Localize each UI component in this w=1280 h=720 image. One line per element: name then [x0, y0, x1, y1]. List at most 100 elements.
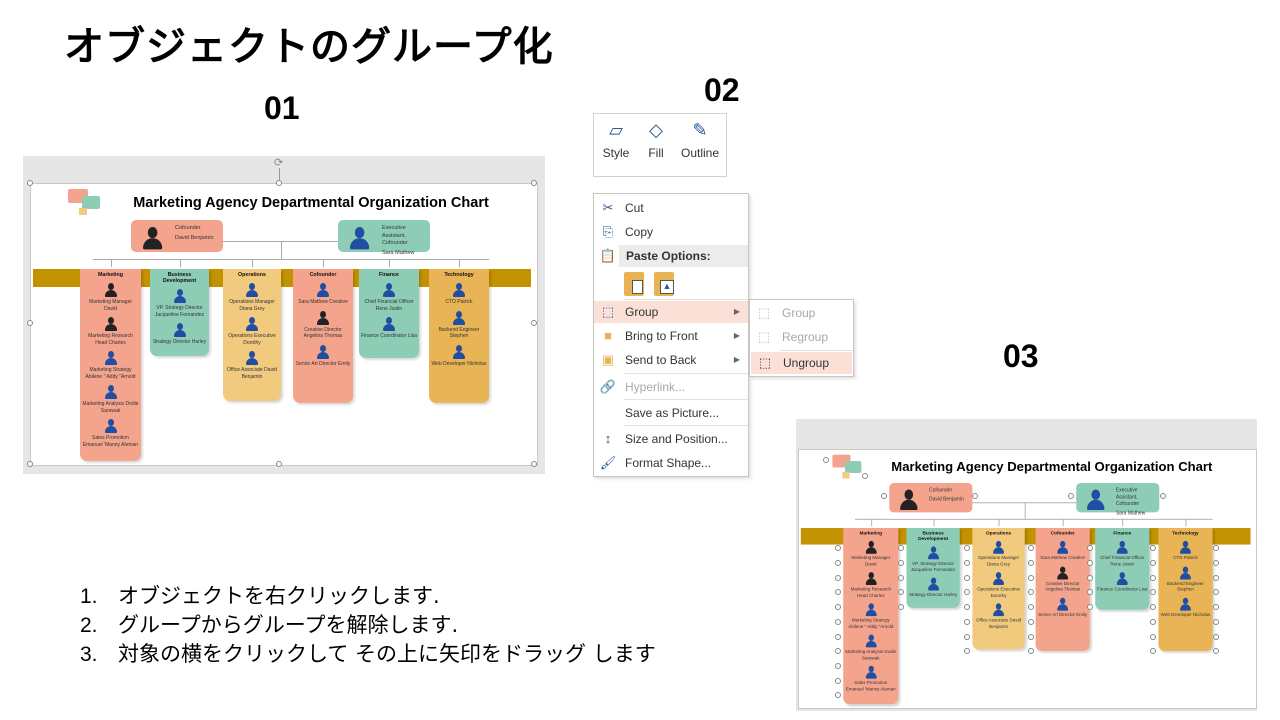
member-entry: Senior Art Director Emily [295, 344, 351, 368]
resize-handle[interactable] [276, 461, 282, 467]
fill-button[interactable]: ◇Fill [641, 120, 671, 160]
menu-item-cut[interactable]: ✂Cut [594, 197, 748, 219]
member-entry: Operations Executive Dorothy [974, 572, 1023, 599]
group-label: Group [625, 305, 659, 319]
step-label-03: 03 [1003, 338, 1039, 374]
member-entry: Web Developer Nicholas [431, 344, 487, 368]
node-role: Cofounder [175, 225, 201, 231]
person-icon [317, 344, 329, 359]
department-name: Business Development [918, 530, 949, 542]
resize-handle[interactable] [27, 461, 33, 467]
person-icon [1057, 540, 1069, 554]
member-text: Operations Executive Dorothy [228, 333, 276, 346]
format-toolbar: ▱Style ◇Fill ✎Outline [593, 113, 727, 177]
member-entry: Sales Promotion Emanuel 'Manny Aleman [82, 419, 139, 448]
member-text: Finance Coordinator Lisa [1097, 586, 1148, 593]
menu-item-send-to-back[interactable]: ▣Send to Back▶ [594, 349, 748, 371]
copy-label: Copy [625, 225, 654, 239]
member-entry: VP. Strategy Director Jacqueline Fernand… [152, 289, 207, 318]
resize-handle[interactable] [531, 461, 537, 467]
member-text: Senior Art Director Emily [295, 360, 351, 367]
bring-to-front-label: Bring to Front [625, 329, 698, 343]
member-text: Web Developer Nicholas [1160, 612, 1211, 618]
menu-item-save-as-picture[interactable]: Save as Picture... [594, 402, 748, 424]
resize-handle[interactable] [531, 180, 537, 186]
step-label-01: 01 [264, 90, 300, 126]
instruction-step: 2.グループからグループを解除します. [80, 611, 670, 640]
member-text: Sara Mathew Creative [1040, 555, 1086, 562]
connector-line [389, 259, 390, 267]
chart-title: Marketing Agency Departmental Organizati… [891, 460, 1213, 475]
person-icon [1180, 566, 1191, 579]
rotate-handle-icon[interactable]: ⟳ [274, 156, 284, 169]
department-name: Marketing [97, 272, 124, 278]
regroup-icon: ⬚ [757, 329, 771, 344]
chart-title: Marketing Agency Departmental Organizati… [133, 195, 489, 211]
connector-line [854, 518, 1213, 520]
submenu-item-regroup[interactable]: ⬚ Regroup [750, 326, 853, 348]
member-entry: Finance Coordinator Lisa [1097, 572, 1148, 593]
connector-line [179, 259, 181, 267]
member-text: VP. Strategy Director Jacqueline Fernand… [910, 561, 956, 573]
menu-item-hyperlink[interactable]: 🔗Hyperlink... [594, 376, 748, 398]
submenu-ungroup-label: Ungroup [783, 356, 830, 370]
connector-line [970, 502, 1077, 504]
member-text: Office Associate David Benjamin [227, 367, 277, 380]
connector-line [323, 259, 324, 267]
size-position-label: Size and Position... [625, 432, 728, 446]
menu-item-format-shape[interactable]: 🖌Format Shape... [594, 452, 748, 474]
department-name: Business Development [162, 272, 197, 284]
member-entry: Marketing Analysis Dodie Sarawak [845, 634, 896, 662]
style-button[interactable]: ▱Style [600, 120, 632, 160]
org-chart-group[interactable]: Marketing Agency Departmental Organizati… [30, 183, 538, 466]
submenu-item-group[interactable]: ⬚Group [750, 302, 853, 324]
outline-button[interactable]: ✎Outline [678, 120, 722, 160]
person-icon [104, 351, 117, 365]
member-text: Strategy Director Harley [152, 339, 207, 345]
person-icon [1116, 540, 1128, 554]
menu-item-bring-to-front[interactable]: ■Bring to Front▶ [594, 325, 748, 347]
member-text: Web Developer Nicholas [431, 360, 487, 367]
submenu-item-ungroup[interactable]: ⬚Ungroup [751, 352, 852, 374]
node-name: Sara Mathew [382, 249, 415, 256]
menu-item-group[interactable]: ⬚Group▶ [594, 301, 748, 323]
org-chart-ungrouped[interactable]: Marketing Agency Departmental Organizati… [798, 449, 1257, 709]
bring-to-front-icon: ■ [604, 328, 612, 343]
member-text: Backend Engineer Stephen [1167, 580, 1204, 593]
resize-handle[interactable] [531, 320, 537, 326]
cut-label: Cut [625, 201, 644, 215]
person-icon [927, 546, 939, 560]
menu-item-copy[interactable]: ⎘Copy [594, 221, 748, 243]
member-entry: Office Associate David Benjamin [225, 351, 279, 380]
member-entry: Marketing Research Head Charles [845, 572, 896, 599]
step-label-02: 02 [704, 72, 740, 108]
person-icon [1180, 597, 1191, 611]
resize-handle[interactable] [27, 180, 33, 186]
person-icon [453, 310, 465, 325]
member-text: Operations Executive Dorothy [977, 586, 1021, 599]
style-label: Style [602, 146, 630, 160]
submenu-regroup-label: Regroup [782, 330, 829, 344]
resize-handle[interactable] [27, 320, 33, 326]
member-text: Chief Financial Officer Rene Justin [1100, 555, 1145, 568]
menu-item-size-and-position[interactable]: ↕Size and Position... [594, 428, 748, 450]
member-entry: Sales Promotion Emanuel 'Manny Aleman [845, 665, 896, 693]
department-name: Marketing [859, 530, 883, 537]
submenu-group-label: Group [782, 306, 816, 320]
